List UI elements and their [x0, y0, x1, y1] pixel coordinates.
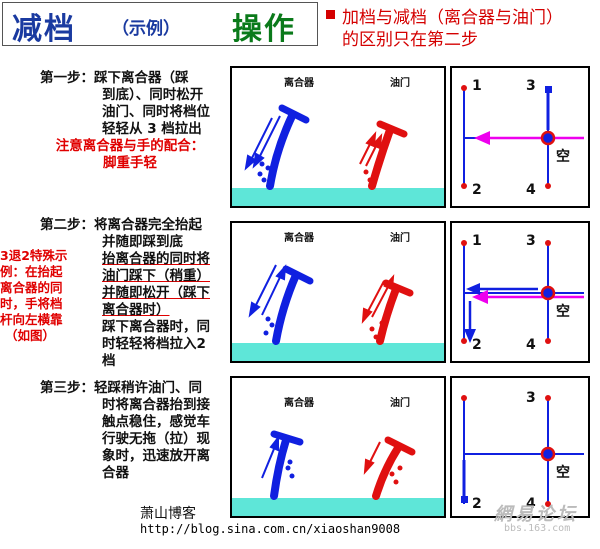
step2-line: 油门踩下（稍重）: [102, 268, 210, 284]
arrow-icon: [261, 435, 279, 479]
gear-label-1: 1: [472, 233, 482, 249]
floor: [232, 498, 444, 516]
gear-shift-diagram: [461, 85, 584, 189]
step1-line: 油门、同时将档位: [102, 104, 210, 120]
clutch-pedal-icon: [263, 265, 314, 345]
remark-line: 注意离合器与手的配合：: [55, 138, 205, 154]
arrow-icon: [361, 274, 395, 324]
throttle-pedal-icon: [363, 120, 408, 190]
arrow-icon: [472, 290, 488, 304]
step1-remark: 注意离合器与手的配合： 脚重手轻: [40, 138, 220, 172]
step1-line: 到底）、同时松开: [102, 87, 204, 103]
gear-label-neutral: 空: [556, 304, 570, 320]
header-note-line1: 加档与减档（离合器与油门）: [342, 8, 563, 28]
step1-text: 第一步：踩下离合器（踩 到底）、同时松开 油门、同时将档位 轻轻从 3 档拉出: [40, 70, 210, 138]
step2-line: 并随即踩到底: [102, 234, 183, 250]
step3-text: 第三步：轻踩稍许油门、同 时将离合器抬到接 触点稳住，感觉车 行驶无拖（拉）现 …: [40, 380, 210, 482]
step3-line: 象时，迅速放开离: [102, 448, 210, 464]
pedal-panel-step2: 离合器 油门: [230, 221, 446, 363]
side-note-line: 例：在抬起: [0, 264, 63, 279]
floor: [232, 188, 444, 206]
arrow-icon: [466, 283, 480, 295]
gear-label-2: 2: [472, 496, 482, 512]
arrow-icon: [363, 441, 381, 475]
note-bullet-icon: [326, 10, 335, 19]
page-title: 减档: [12, 12, 76, 47]
pedal-drawing: [244, 104, 408, 190]
gear-label-4: 4: [526, 182, 536, 198]
pedal-drawing: [261, 430, 416, 500]
neutral-marker-icon: [540, 130, 556, 146]
arrow-icon: [474, 131, 490, 145]
gear-label-3: 3: [526, 390, 536, 406]
side-note-line: 离合器的同: [0, 280, 63, 295]
gear-panel-step3: 3 2 4 空: [450, 376, 590, 518]
floor: [232, 343, 444, 361]
step2-line: 档: [102, 353, 116, 369]
side-note: 3退2特殊示 例：在抬起 离合器的同 时，手将档 杆向左横靠 （如图）: [0, 248, 68, 344]
gear-label-4: 4: [526, 337, 536, 353]
title-operation: 操作: [232, 12, 296, 47]
side-note-line: 时，手将档: [0, 296, 63, 311]
gear-label-4: 4: [526, 496, 536, 512]
step2-text: 第二步：将离合器完全抬起 并随即踩到底 抬离合器的同时将 油门踩下（稍重） 并随…: [40, 217, 210, 370]
side-note-line: 杆向左横靠: [0, 312, 63, 327]
arrow-icon: [248, 264, 287, 318]
arrow-icon: [244, 115, 281, 171]
neutral-marker-icon: [540, 446, 556, 462]
clutch-label: 离合器: [284, 398, 314, 409]
step1-line: 第一步：踩下离合器（踩: [40, 70, 189, 86]
arrow-icon: [464, 329, 476, 343]
gear-shift-diagram: [461, 395, 584, 507]
clutch-pedal-icon: [270, 430, 304, 500]
pedal-drawing: [248, 264, 414, 345]
throttle-label: 油门: [390, 233, 410, 244]
gear-label-2: 2: [472, 182, 482, 198]
side-note-line: （如图）: [4, 328, 55, 343]
header-note-line2: 的区别只在第二步: [342, 30, 478, 50]
step3-line: 时将离合器抬到接: [102, 397, 210, 413]
step2-line: 离合器时）: [102, 302, 170, 318]
step3-line: 触点稳住，感觉车: [102, 414, 210, 430]
gear-label-neutral: 空: [556, 465, 570, 481]
watermark-name: 網易论坛: [494, 504, 578, 525]
step3-line: 行驶无拖（拉）现: [102, 431, 210, 447]
watermark-domain: bbs.163.com: [504, 523, 571, 534]
throttle-label: 油门: [390, 398, 410, 409]
step2-line: 踩下离合器时，同: [102, 319, 210, 335]
gear-label-2: 2: [472, 337, 482, 353]
footer-author: 萧山博客: [140, 506, 196, 522]
gear-label-neutral: 空: [556, 149, 570, 165]
step2-line: 第二步：将离合器完全抬起: [40, 217, 202, 233]
step2-line: 抬离合器的同时将: [102, 251, 210, 267]
step3-line: 第三步：轻踩稍许油门、同: [40, 380, 202, 396]
neutral-marker-icon: [540, 285, 556, 301]
pedal-panel-step3: 离合器 油门: [230, 376, 446, 518]
step3-line: 合器: [102, 465, 129, 481]
pedal-panel-step1: 离合器 油门: [230, 66, 446, 208]
step2-line: 并随即松开（踩下: [102, 285, 210, 301]
gear-shift-diagram: [461, 240, 584, 344]
gear-label-3: 3: [526, 233, 536, 249]
throttle-label: 油门: [390, 78, 410, 89]
knob-icon: [545, 86, 552, 93]
gear-label-3: 3: [526, 78, 536, 94]
arrow-icon: [359, 131, 383, 167]
gear-label-1: 1: [472, 78, 482, 94]
step2-line: 时轻轻将档拉入2: [102, 336, 206, 352]
clutch-label: 离合器: [284, 233, 314, 244]
throttle-pedal-icon: [372, 436, 416, 500]
gear-panel-step1: 1 3 2 4 空: [450, 66, 590, 208]
side-note-line: 3退2特殊示: [0, 248, 68, 263]
title-example: （示例）: [112, 19, 180, 39]
knob-icon: [461, 496, 468, 503]
footer-url[interactable]: http://blog.sina.com.cn/xiaoshan9008: [140, 522, 401, 536]
remark-line: 脚重手轻: [103, 155, 157, 171]
step1-line: 轻轻从 3 档拉出: [102, 121, 202, 137]
gear-panel-step2: 1 3 2 4 空: [450, 221, 590, 363]
clutch-label: 离合器: [284, 78, 314, 89]
clutch-pedal-icon: [257, 104, 310, 190]
title-box: [2, 2, 318, 46]
